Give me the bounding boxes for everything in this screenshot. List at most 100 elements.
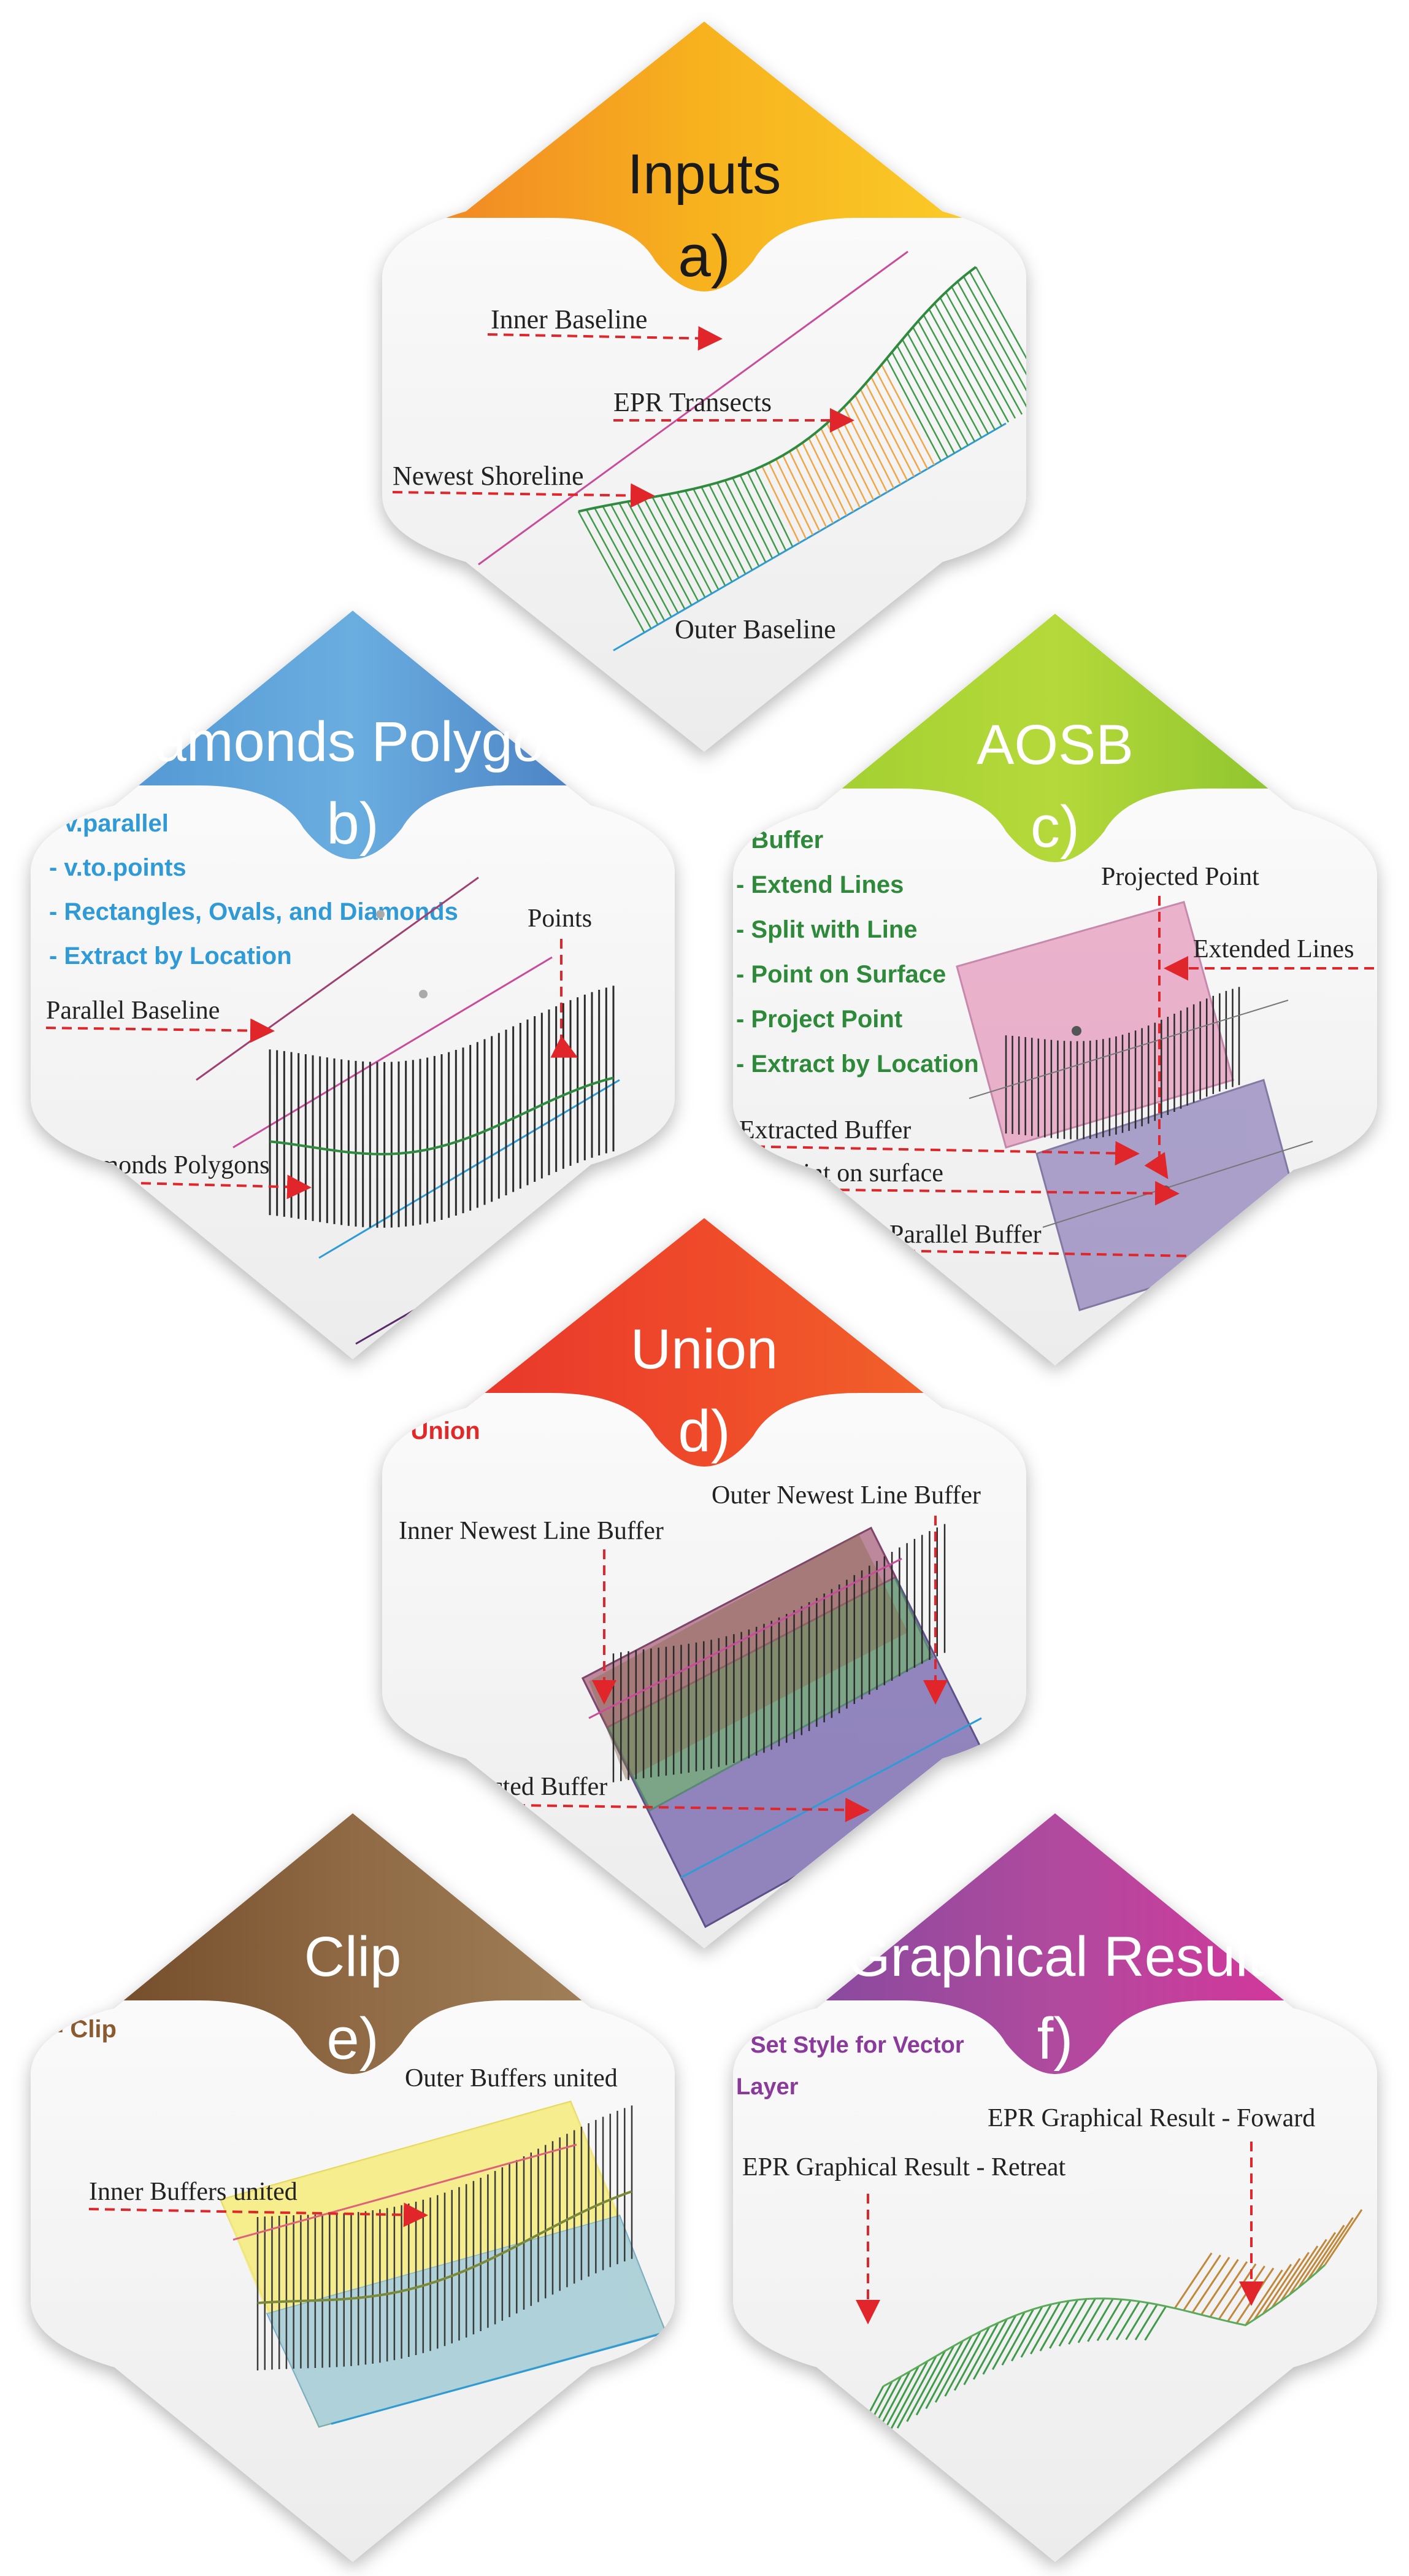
label-extended-lines: Extended Lines (1193, 935, 1354, 963)
panel-title-d: Union (631, 1318, 778, 1381)
epr-transect (820, 428, 861, 508)
retreat-transect (1001, 2308, 1035, 2366)
retreat-transect (1058, 2298, 1088, 2347)
epr-transect (870, 376, 922, 473)
label-inner-newest-buffer: Inner Newest Line Buffer (399, 1517, 664, 1545)
epr-transect (761, 466, 800, 543)
epr-transect (775, 458, 814, 536)
label-diamonds-polygons: Diamonds Polygons (61, 1151, 270, 1179)
epr-transect (651, 496, 706, 598)
retreat-transect (944, 2331, 981, 2397)
epr-transect (747, 472, 787, 551)
epr-transect (875, 370, 929, 469)
retreat-transect (1087, 2298, 1114, 2342)
forward-transect (1289, 2239, 1327, 2296)
forward-transect (1297, 2232, 1337, 2289)
forward-transect (1209, 2261, 1248, 2318)
epr-transect (939, 297, 1010, 423)
epr-transect (643, 498, 699, 601)
retreat-transect (925, 2340, 964, 2409)
panel-content-b: - v.parallel- v.to.points- Rectangles, O… (45, 810, 675, 1345)
epr-transect (716, 482, 760, 566)
epr-transect (708, 484, 753, 571)
forward-transect (1271, 2251, 1310, 2308)
projected-point-marker (1072, 1026, 1081, 1036)
retreat-transect (1011, 2306, 1043, 2362)
label-parallel-baseline: Parallel Baseline (46, 997, 220, 1025)
panel-title-c: AOSB (977, 714, 1134, 776)
epr-transect (610, 504, 672, 617)
epr-transect (808, 438, 848, 516)
panel-title-b: Diamonds Polygons (102, 711, 604, 773)
retreat-transect (896, 2355, 937, 2429)
forward-transect (1173, 2252, 1213, 2309)
epr-transect (788, 451, 827, 528)
epr-transect (701, 486, 747, 574)
tool-item: - Point on Surface (736, 961, 946, 988)
inner-baseline-line (232, 956, 553, 1149)
tool-item: - Extract by Location (736, 1051, 979, 1078)
retreat-transect (934, 2335, 973, 2403)
forward-transect (1218, 2263, 1257, 2320)
forward-transect (1306, 2224, 1345, 2281)
label-extracted-buffer: Extracted Buffer (739, 1116, 911, 1144)
epr-transect (585, 509, 652, 629)
label-outer-newest-buffer: Outer Newest Line Buffer (712, 1481, 981, 1510)
retreat-transect (906, 2350, 946, 2422)
epr-transect (594, 507, 659, 625)
forward-transect (1191, 2256, 1230, 2313)
tool-item: - Split with Line (736, 916, 918, 943)
forward-transect (1262, 2258, 1301, 2315)
panel-letter-a: a) (678, 223, 730, 289)
inner-baseline-line (588, 1557, 902, 1719)
forward-transect (1315, 2217, 1354, 2273)
label-point-on-surface: Point on surface (776, 1159, 943, 1187)
epr-transect (668, 493, 720, 590)
label-newest-shoreline: Newest Shoreline (393, 461, 584, 491)
epr-transect (826, 423, 868, 504)
epr-transect (754, 469, 794, 547)
forward-transect (1253, 2264, 1292, 2320)
inner-baseline-line (232, 2143, 577, 2241)
outer-baseline-line (331, 2331, 669, 2425)
epr-transect (685, 490, 733, 582)
retreat-transect (1125, 2302, 1150, 2340)
tool-item: - Buffer (736, 827, 823, 854)
epr-transect (768, 462, 807, 539)
tool-item: Layer (736, 2074, 799, 2100)
epr-transect (917, 320, 983, 438)
arrow-extracted-buffer (739, 1141, 1140, 1166)
retreat-transect (1068, 2298, 1096, 2345)
arrow-projected-point (1144, 1152, 1169, 1179)
epr-transect (732, 477, 774, 559)
epr-transect (724, 480, 767, 563)
label-parallel-buffer: Parallel Buffer (889, 1221, 1042, 1249)
epr-transect (896, 345, 956, 454)
label-epr-retreat: EPR Graphical Result - Retreat (742, 2153, 1066, 2181)
tool-item: - Extract by Location (49, 943, 292, 970)
epr-transect (907, 333, 969, 446)
panel-title-a: Inputs (628, 143, 781, 206)
arrow-point-on-surface (775, 1181, 1180, 1206)
panel-letter-d: d) (678, 1398, 730, 1464)
retreat-transect (1106, 2299, 1132, 2341)
retreat-transect (963, 2322, 999, 2385)
epr-transect (886, 358, 942, 461)
epr-transect (912, 326, 976, 442)
retreat-transect (1030, 2302, 1061, 2354)
panel-header-e (31, 1813, 675, 2074)
retreat-transect (1020, 2304, 1052, 2358)
arrow-parallel-buffer (889, 1244, 1232, 1269)
point-marker (376, 910, 385, 919)
retreat-transect (887, 2361, 929, 2435)
epr-transect (848, 401, 895, 489)
arrow-parallel-baseline (45, 1018, 275, 1043)
